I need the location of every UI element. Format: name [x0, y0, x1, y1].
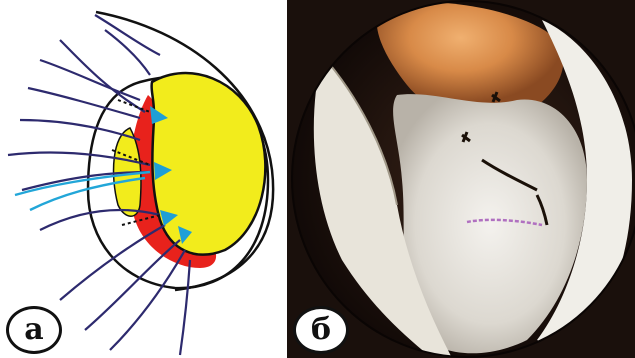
- yellow-body: [152, 73, 266, 255]
- panel-label-a: а: [6, 306, 62, 354]
- panel-label-b: б: [293, 306, 349, 354]
- photo-panel-b: б: [287, 0, 635, 358]
- schematic-diagram: [0, 0, 287, 358]
- arthroscopic-photo: [287, 0, 635, 358]
- diagram-panel-a: а: [0, 0, 287, 358]
